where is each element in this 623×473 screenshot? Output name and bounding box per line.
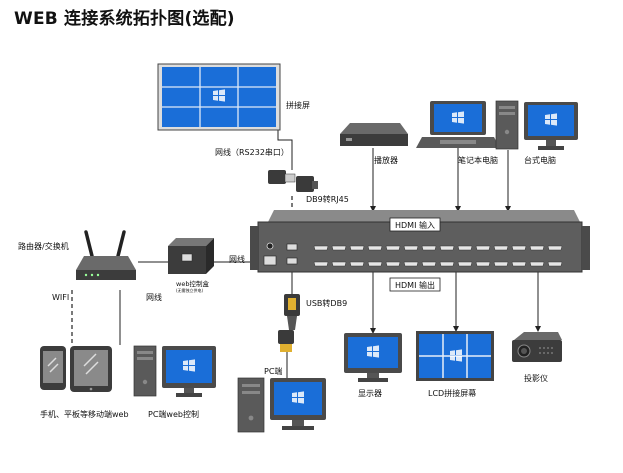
wifi-label: WIFI: [52, 293, 69, 302]
control-box-icon: [168, 238, 214, 274]
hdmi-matrix-icon: [250, 210, 590, 273]
pc-port-label: PC端: [264, 366, 282, 376]
wire-splice-screen: [277, 128, 293, 170]
usb-db9-cable-icon: [278, 294, 300, 352]
tablet-icon: [70, 346, 112, 392]
hdmi-in-label-box: [389, 217, 441, 232]
phone-icon: [40, 346, 66, 390]
router-icon: [76, 230, 136, 280]
pc-web-control-icon: [133, 345, 216, 397]
laptop-icon: [416, 101, 500, 148]
laptop-label: 笔记本电脑: [458, 155, 498, 165]
projector-label: 投影仪: [524, 373, 548, 383]
arrow: [370, 328, 376, 334]
hdmi-out-label-box: [389, 277, 441, 292]
web-box-sub-label: (无需独立供电): [176, 287, 204, 293]
player-icon: [340, 123, 408, 146]
desktop-label: 台式电脑: [524, 155, 556, 165]
mobile-web-label: 手机、平板等移动端web: [40, 409, 129, 419]
net-cable-label-1: 网线: [229, 254, 245, 264]
db9-rj45-label: DB9转RJ45: [306, 194, 349, 204]
monitor-label: 显示器: [358, 389, 382, 398]
desktop-icon: [495, 100, 578, 150]
arrow: [505, 206, 511, 212]
usb-db9-label: USB转DB9: [306, 298, 347, 308]
monitor-icon: [344, 333, 402, 382]
page-title: WEB 连接系统拓扑图(选配): [14, 9, 235, 29]
arrow: [535, 326, 541, 332]
web-box-label: web控制盒: [176, 279, 209, 288]
splice-screen: [157, 63, 281, 131]
arrow: [453, 326, 459, 332]
pc-web-label: PC端web控制: [148, 409, 199, 419]
splice-screen-label: 拼接屏: [286, 100, 310, 110]
hdmi-in-label: HDMI 输入: [395, 220, 435, 230]
net-cable-label-2: 网线: [146, 292, 162, 302]
arrow: [455, 206, 461, 212]
pc-bottom-icon: [237, 377, 326, 433]
rs232-line-label: 网线（RS232串口）: [215, 147, 289, 157]
arrow: [370, 206, 376, 212]
hdmi-out-label: HDMI 输出: [395, 280, 435, 290]
lcd-wall-label: LCD拼接屏幕: [428, 388, 476, 398]
projector-icon: [512, 332, 562, 362]
lcd-wall-icon: [416, 331, 494, 381]
db9-adapter-icon: [268, 170, 318, 192]
router-label: 路由器/交换机: [18, 241, 69, 251]
player-label: 播放器: [374, 155, 398, 165]
